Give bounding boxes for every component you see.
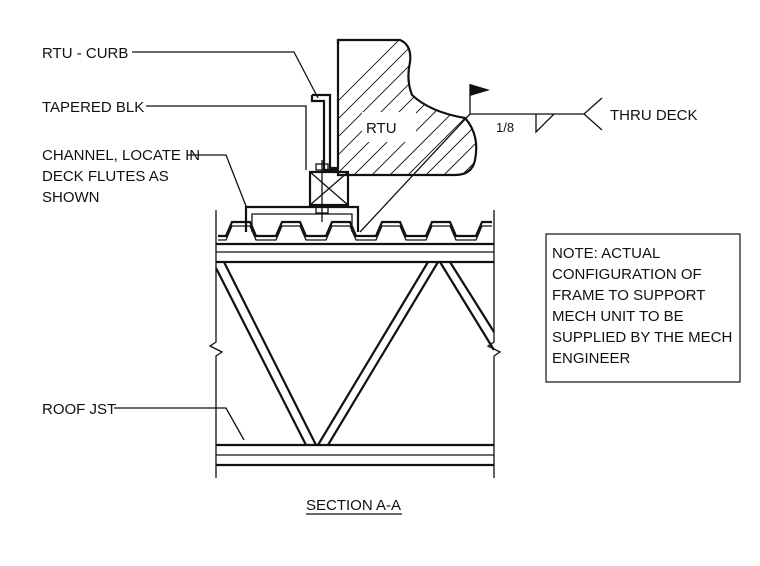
rtu-outline bbox=[336, 38, 478, 177]
channel-label-line1: CHANNEL, LOCATE IN bbox=[42, 147, 200, 164]
metal-deck bbox=[218, 220, 492, 241]
note-line-2: CONFIGURATION OF bbox=[552, 266, 702, 283]
rtu-curb-angle bbox=[310, 40, 340, 172]
fillet-weld-symbol-icon bbox=[535, 113, 555, 134]
rtu-label: RTU bbox=[366, 120, 397, 137]
roof-jst-label: ROOF JST bbox=[42, 401, 116, 418]
section-title: SECTION A-A bbox=[306, 497, 401, 514]
thru-deck-label: THRU DECK bbox=[610, 107, 698, 124]
note-box: NOTE: ACTUAL CONFIGURATION OF FRAME TO S… bbox=[545, 233, 741, 383]
rtu-curb-label: RTU - CURB bbox=[42, 45, 128, 62]
channel bbox=[244, 205, 360, 232]
tapered-blk-label: TAPERED BLK bbox=[42, 99, 144, 116]
note-line-3: FRAME TO SUPPORT bbox=[552, 287, 705, 304]
note-line-4: MECH UNIT TO BE bbox=[552, 308, 684, 325]
note-line-5: SUPPLIED BY THE MECH bbox=[552, 329, 732, 346]
weld-size-label: 1/8 bbox=[496, 120, 514, 135]
channel-label-line2: DECK FLUTES AS bbox=[42, 168, 169, 185]
leaders bbox=[114, 51, 603, 441]
channel-label-line3: SHOWN bbox=[42, 189, 100, 206]
field-weld-flag-icon bbox=[470, 84, 490, 96]
note-line-6: ENGINEER bbox=[552, 350, 631, 367]
rtu-label-mask bbox=[362, 112, 416, 142]
note-line-1: NOTE: ACTUAL bbox=[552, 245, 660, 262]
roof-joist bbox=[208, 210, 502, 478]
rtu-unit: RTU bbox=[336, 38, 478, 177]
tapered-block bbox=[308, 160, 350, 222]
